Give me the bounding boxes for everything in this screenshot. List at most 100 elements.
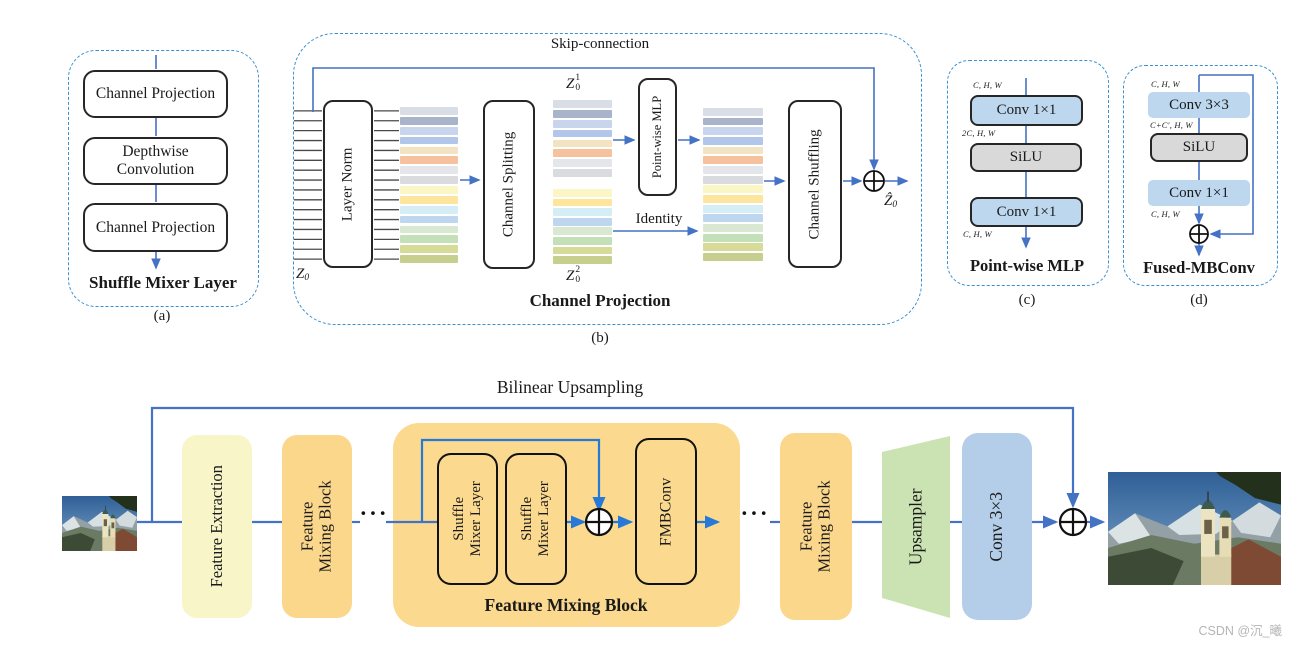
channel-stripe: [400, 156, 458, 165]
channel-stripe: [400, 136, 458, 145]
pointwise-mlp-box: Point-wise MLP: [638, 78, 677, 196]
channel-projection-label: Channel Projection: [95, 85, 216, 102]
channel-stripe: [703, 204, 763, 213]
channel-stripe: [553, 159, 612, 168]
sml-line2: Mixer Layer: [536, 481, 553, 557]
identity-label: Identity: [635, 211, 683, 227]
z-sup: 2: [575, 265, 581, 275]
conv1x1-label: Conv 1×1: [996, 102, 1057, 118]
panel-b-title: Channel Projection: [529, 291, 671, 310]
watermark: CSDN @沉_曦: [1198, 624, 1282, 638]
fmb-line1: Feature: [297, 501, 317, 552]
channel-stripe: [400, 107, 458, 115]
upsampler-trapezoid: Upsampler: [882, 436, 950, 618]
skip-connection-label: Skip-connection: [550, 36, 650, 52]
feature-stack-split-bottom: [553, 189, 612, 264]
channel-stripe: [703, 175, 763, 184]
channel-stripe: [400, 245, 458, 254]
channel-stripe: [703, 233, 763, 242]
feature-stack-mixed: [703, 108, 763, 261]
channel-splitting-label: Channel Splitting: [500, 131, 517, 238]
channel-stripe: [553, 109, 612, 118]
dim-label: C, H, W: [973, 80, 1002, 90]
channel-stripe: [703, 224, 763, 232]
conv3x3-output-label: Conv 3×3: [986, 491, 1007, 562]
dim-label: C, H, W: [963, 229, 992, 239]
conv1x1-label: Conv 1×1: [996, 203, 1057, 220]
channel-stripe: [400, 225, 458, 234]
channel-stripe: [553, 169, 612, 177]
layer-norm-label: Layer Norm: [339, 147, 356, 221]
channel-projection-label: Channel Projection: [95, 218, 216, 236]
channel-stripe: [553, 227, 612, 236]
channel-shuffling-label: Channel Shuffling: [806, 128, 823, 240]
output-image: [1108, 472, 1281, 585]
channel-stripe: [400, 255, 458, 263]
channel-stripe: [703, 137, 763, 145]
feature-extraction-label: Feature Extraction: [206, 465, 226, 588]
input-image: [62, 496, 137, 551]
channel-stripe: [400, 166, 458, 175]
conv1x1-box: Conv 1×1: [970, 95, 1083, 126]
channel-stripe: [400, 235, 458, 244]
panel-a-container: [68, 50, 259, 307]
fmbconv-label: FMBConv: [657, 477, 675, 546]
ellipsis: ···: [740, 501, 770, 526]
panel-c-container: [947, 60, 1109, 286]
silu-box: SiLU: [970, 143, 1082, 172]
fmb-line1: Feature: [796, 501, 816, 552]
conv1x1-box: Conv 1×1: [1148, 180, 1250, 206]
conv3x3-box: Conv 3×3: [1148, 92, 1250, 118]
silu-label: SiLU: [1182, 139, 1216, 155]
panel-a-title: Shuffle Mixer Layer: [89, 273, 237, 292]
panel-b-container: [293, 33, 922, 325]
channel-splitting-box: Channel Splitting: [483, 100, 535, 269]
channel-stripe: [400, 126, 458, 135]
fmb-line2: Mixing Block: [316, 480, 336, 573]
z-base: Z: [296, 266, 305, 282]
channel-stripe: [400, 176, 458, 184]
dim-label: C, H, W: [1151, 209, 1180, 219]
channel-shuffling-box: Channel Shuffling: [788, 100, 842, 268]
depthwise-convolution-label: Depthwise Convolution: [116, 143, 195, 178]
feature-mixing-block-container-label: Feature Mixing Block: [484, 595, 648, 615]
panel-a-caption: (a): [153, 308, 171, 324]
channel-stripe: [703, 214, 763, 223]
channel-stripe: [553, 208, 612, 216]
channel-stripe: [553, 246, 612, 255]
ellipsis: ···: [359, 501, 389, 526]
add-icon: [1058, 507, 1088, 537]
sml-line1: Shuffle: [519, 497, 536, 541]
channel-stripe: [553, 198, 612, 207]
layer-norm-box: Layer Norm: [323, 100, 373, 268]
channel-projection-box-2: Channel Projection: [83, 203, 228, 252]
channel-stripe: [553, 129, 612, 138]
channel-stripe: [553, 189, 612, 197]
z-sub: 0: [892, 200, 898, 210]
channel-stripe: [703, 108, 763, 116]
dim-label: C, H, W: [1151, 79, 1180, 89]
channel-stripe: [400, 195, 458, 204]
panel-d-caption: (d): [1190, 292, 1208, 308]
dim-label: 2C, H, W: [962, 128, 996, 138]
conv1x1-label: Conv 1×1: [1169, 184, 1229, 201]
channel-stripe: [553, 139, 612, 148]
channel-stripe: [553, 149, 612, 158]
channel-stripe: [553, 100, 612, 108]
channel-stripe: [703, 185, 763, 194]
feature-stack-input: [400, 107, 458, 263]
bilinear-upsampling-label: Bilinear Upsampling: [496, 377, 644, 397]
fmb-line2: Mixing Block: [815, 480, 835, 573]
conv1x1-box: Conv 1×1: [970, 197, 1083, 227]
channel-stripe: [703, 156, 763, 165]
channel-projection-box-1: Channel Projection: [83, 70, 228, 118]
channel-stripe: [703, 117, 763, 126]
channel-stripe: [400, 205, 458, 214]
channel-stripe: [703, 127, 763, 136]
